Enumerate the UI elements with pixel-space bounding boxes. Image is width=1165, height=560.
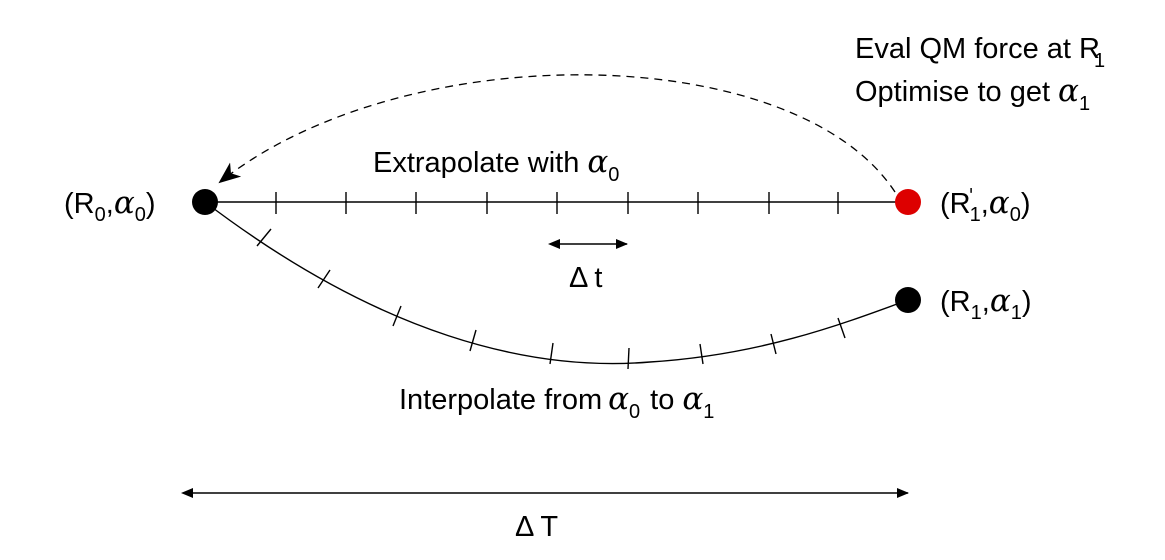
start-node [192, 189, 218, 215]
interpolate-curve [204, 201, 909, 365]
interpolate-tick [699, 343, 704, 365]
interpolate-tick [837, 317, 846, 339]
extrapolate-ticks [275, 192, 839, 214]
start-node-label: (R0,α0) [64, 185, 156, 226]
return-arc-dashed [218, 74, 896, 193]
eval-annotation: Eval QM force at R1 [855, 33, 1105, 72]
interpolate-tick [770, 333, 777, 355]
interpolate-tick [627, 347, 630, 370]
interpolate-tick [469, 329, 477, 352]
predicted-node [895, 189, 921, 215]
predicted-node-label: (R'1,α0) [940, 185, 1031, 226]
interpolate-tick [317, 269, 331, 289]
final-node [895, 287, 921, 313]
interpolate-tick [549, 342, 554, 365]
final-node-label: (R1,α1) [940, 283, 1032, 324]
interpolate-tick [256, 228, 272, 247]
interpolate-tick [392, 305, 402, 327]
interpolate-ticks [256, 228, 846, 370]
